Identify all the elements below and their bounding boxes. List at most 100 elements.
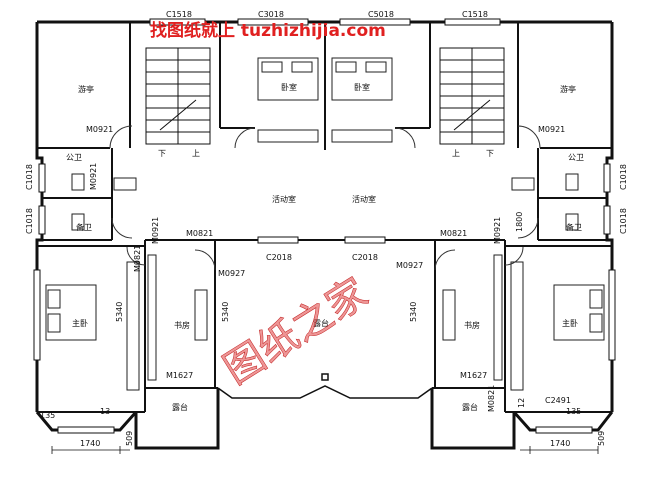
shelf-study-right bbox=[493, 254, 503, 381]
shelf-study-left bbox=[147, 254, 157, 381]
furniture bbox=[45, 57, 605, 391]
desk-study-left bbox=[194, 289, 208, 341]
toilet-r2 bbox=[565, 213, 579, 231]
wardrobe-master-right bbox=[510, 261, 524, 391]
label-stair-down-l: 下 bbox=[158, 149, 166, 158]
label-lutai-l: 露台 bbox=[172, 402, 188, 412]
label-d135-l: 135 bbox=[40, 411, 55, 420]
label-d12-r: 12 bbox=[517, 398, 526, 408]
label-youting-l: 游亭 bbox=[78, 84, 94, 94]
label-c1018-r2: C1018 bbox=[619, 208, 628, 234]
label-d509-r: 509 bbox=[597, 431, 606, 446]
window-left-c1018-2 bbox=[38, 205, 46, 235]
stair-left bbox=[145, 47, 211, 145]
watermark-center: 图纸之家 bbox=[216, 270, 376, 394]
door-arcs bbox=[109, 125, 541, 271]
label-c2491: C2491 bbox=[545, 396, 571, 405]
label-c5018: C5018 bbox=[368, 10, 394, 19]
label-shufang-r: 书房 bbox=[464, 320, 480, 330]
bed-master-left bbox=[45, 284, 97, 341]
label-huodong-l: 活动室 bbox=[272, 194, 296, 204]
label-m0921-bath-l: M0921 bbox=[151, 217, 160, 244]
label-m1627-l: M1627 bbox=[166, 371, 193, 380]
label-d5340-cr: 5340 bbox=[409, 302, 418, 322]
label-c1518-right: C1518 bbox=[462, 10, 488, 19]
wardrobe-top-right bbox=[331, 129, 393, 143]
sink-r bbox=[511, 177, 535, 191]
label-stair-down-r: 下 bbox=[486, 149, 494, 158]
window-top-c5018 bbox=[339, 18, 411, 26]
wall-terrace-right bbox=[430, 388, 516, 450]
label-youting-r: 游亭 bbox=[560, 84, 576, 94]
label-weiwei-l: 备卫 bbox=[76, 222, 92, 232]
label-m0821-l: M0821 bbox=[186, 229, 213, 238]
label-c1518-left: C1518 bbox=[166, 10, 192, 19]
watermark-top: 找图纸就上 tuzhizhijia.com bbox=[150, 20, 386, 41]
label-d5340-cl: 5340 bbox=[221, 302, 230, 322]
toilet-r1 bbox=[565, 173, 579, 191]
label-c2018-a: C2018 bbox=[266, 253, 292, 262]
labels: C1518 C3018 C5018 C1518 C1018 C1018 C101… bbox=[25, 10, 628, 448]
wardrobe-top-left bbox=[257, 129, 319, 143]
label-d1740-r: 1740 bbox=[550, 439, 570, 448]
window-c2018-a bbox=[257, 236, 299, 244]
window-top-c1518-l bbox=[149, 18, 206, 26]
label-c1018-l1: C1018 bbox=[25, 164, 34, 190]
label-c3018: C3018 bbox=[258, 10, 284, 19]
window-right-c1018-1 bbox=[603, 163, 611, 193]
toilet-l1 bbox=[71, 173, 85, 191]
label-d5340-l: 5340 bbox=[115, 302, 124, 322]
wall-terrace-left bbox=[134, 388, 220, 450]
label-huodong-r: 活动室 bbox=[352, 194, 376, 204]
label-m0821-r: M0821 bbox=[440, 229, 467, 238]
window-bay-l bbox=[57, 426, 115, 434]
window-top-c3018 bbox=[237, 18, 309, 26]
label-m0921-gw-l: M0921 bbox=[89, 163, 98, 190]
dimension-lines bbox=[51, 446, 599, 454]
label-m1627-r: M1627 bbox=[460, 371, 487, 380]
label-lutai-r: 露台 bbox=[462, 402, 478, 412]
window-left-c1018-1 bbox=[38, 163, 46, 193]
bed-top-left bbox=[257, 57, 319, 101]
label-c1018-r1: C1018 bbox=[619, 164, 628, 190]
label-m0927-r: M0927 bbox=[396, 261, 423, 270]
label-m0927-l: M0927 bbox=[218, 269, 245, 278]
inner-walls bbox=[37, 22, 612, 413]
label-weiwei-r: 备卫 bbox=[566, 222, 582, 232]
window-top-c1518-r bbox=[444, 18, 501, 26]
label-stair-up-r: 上 bbox=[452, 149, 460, 158]
window-right-side bbox=[608, 269, 616, 361]
window-bay-r bbox=[535, 426, 593, 434]
desk-study-right bbox=[442, 289, 456, 341]
label-c1018-l2: C1018 bbox=[25, 208, 34, 234]
bed-top-right bbox=[331, 57, 393, 101]
wardrobe-master-left bbox=[126, 261, 140, 391]
bed-master-right bbox=[553, 284, 605, 341]
label-zhuwo-r: 主卧 bbox=[562, 318, 578, 328]
label-d509-l: 509 bbox=[125, 431, 134, 446]
label-d1800: 1800 bbox=[515, 212, 524, 232]
label-m0921-r: M0921 bbox=[538, 125, 565, 134]
toilet-l2 bbox=[71, 213, 85, 231]
label-d13-l: 13 bbox=[100, 407, 110, 416]
label-stair-up-l: 上 bbox=[192, 149, 200, 158]
label-lutai-c: 露台 bbox=[313, 318, 329, 328]
stair-right bbox=[439, 47, 505, 145]
label-c2018-b: C2018 bbox=[352, 253, 378, 262]
windows bbox=[33, 18, 616, 434]
label-woshi-l: 卧室 bbox=[281, 82, 297, 92]
label-woshi-r: 卧室 bbox=[354, 82, 370, 92]
label-m0921-l: M0921 bbox=[86, 125, 113, 134]
label-gongwei-l: 公卫 bbox=[66, 153, 82, 162]
label-gongwei-r: 公卫 bbox=[568, 153, 584, 162]
label-m0821-v-r: M0821 bbox=[487, 385, 496, 412]
window-c2018-b bbox=[344, 236, 386, 244]
sink-l bbox=[113, 177, 137, 191]
label-shufang-l: 书房 bbox=[174, 320, 190, 330]
center-terrace-edge bbox=[217, 373, 433, 399]
label-m0921-bath-r: M0921 bbox=[493, 217, 502, 244]
label-zhuwo-l: 主卧 bbox=[72, 318, 88, 328]
window-left-side bbox=[33, 269, 41, 361]
